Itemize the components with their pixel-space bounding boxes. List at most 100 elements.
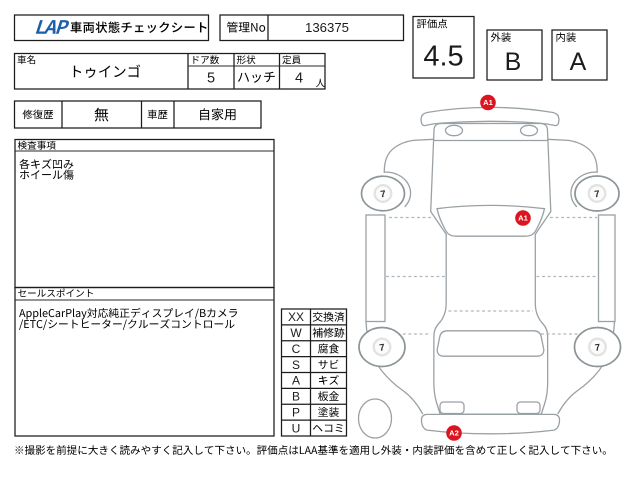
rear-window [436,330,545,357]
exterior-box: 外装 B [486,29,543,81]
svg-text:ホイール傷: ホイール傷 [19,168,74,182]
svg-text:修復歴: 修復歴 [22,108,53,121]
body-style-label: 形状 [236,54,257,66]
svg-text:補修跡: 補修跡 [312,326,345,340]
legend-label-3: サビ [318,359,340,372]
exterior-label: 外装 [490,32,511,42]
tail-light-left [439,401,465,415]
sheet-title: 車両状態チェックシート [70,20,207,35]
inspection-label: 検査事項 [17,140,57,152]
a-pillar-right [534,210,552,235]
legend-code-1: W [290,326,302,340]
capacity-value: 4 [295,70,303,86]
body-side-left [433,233,447,415]
score-box: 評価点 4.5 [412,15,475,79]
front-bumper [420,106,560,127]
legend-code-6: P [292,406,300,420]
svg-text:A1: A1 [518,214,528,223]
washer-left [444,124,464,137]
svg-text:検査事項: 検査事項 [18,140,57,152]
legend-label-4: キズ [318,373,340,387]
title-box: LAP 車両状態チェックシート [13,14,210,42]
capacity-unit: 人 [315,78,326,90]
legend-label-2: 腐食 [318,343,339,354]
legend-label-6: 塗装 [318,405,340,419]
svg-text:AppleCarPlay対応純正ディスプレイ/Bカメラ: AppleCarPlay対応純正ディスプレイ/Bカメラ [19,306,235,320]
score-label: 評価点 [416,18,448,31]
svg-text:セールスポイント: セールスポイント [18,289,95,300]
svg-text:人: 人 [316,79,326,90]
vehicle-name-label: 車名 [17,54,36,66]
svg-text:キズ: キズ [318,373,340,387]
legend-code-5: B [292,390,300,404]
repair-history-value: 無 [94,107,109,122]
footer-note: ※撮影を前提に大きく読みやすく記入して下さい。評価点はLAA基準を適用し外装・内… [15,445,606,455]
inspection-box: 検査事項 各キズ凹み ホイール傷 [14,138,275,289]
svg-text:サビ: サビ [318,359,340,372]
interior-box: 内装 A [551,29,608,81]
history-table: 修復歴 無 車歴 自家用 [13,100,262,129]
damage-marker-a1-0: A1 [480,94,496,111]
damage-marker-a2-2: A2 [446,425,462,441]
legend-code-3: S [292,358,300,372]
body-side-right [534,233,549,415]
sales-points-box: セールスポイント AppleCarPlay対応純正ディスプレイ/Bカメラ /ET… [14,286,275,437]
front-fender-left [383,138,435,208]
hood [430,122,552,213]
svg-text:ドア数: ドア数 [191,54,220,66]
interior-grade: A [570,48,587,76]
score-value: 4.5 [423,41,463,73]
a-pillar-left [430,210,447,235]
car-history-label: 車歴 [147,108,168,121]
svg-text:/ETC/シートヒーター/クルーズコントロール: /ETC/シートヒーター/クルーズコントロール [19,317,232,331]
sill-right [597,214,616,323]
control-no-label: 管理No [226,21,266,33]
legend-code-2: C [292,342,301,356]
inspection-line2: ホイール傷 [19,168,74,182]
interior-label: 内装 [556,31,577,44]
legend-label-5: 板金 [318,389,340,403]
wheel-mark: 7 [594,189,601,201]
sales-points-label: セールスポイント [18,288,95,300]
svg-text:形状: 形状 [237,54,257,66]
wheel-rear-right: 7 [573,326,622,368]
vehicle-name-value: トゥインゴ [73,64,141,78]
svg-text:ヘコミ: ヘコミ [312,423,344,435]
capacity-label: 定員 [282,54,302,66]
car-history-value: 自家用 [198,107,237,122]
svg-text:A2: A2 [449,429,459,438]
legend-label-1: 補修跡 [312,326,345,340]
svg-text:車両状態チェックシート: 車両状態チェックシート [70,20,205,35]
control-no-box: 管理No 136375 [219,14,405,42]
svg-text:LAP: LAP [34,17,69,38]
legend-code-0: XX [288,310,304,324]
svg-text:交換済: 交換済 [312,310,345,324]
spare-tire [357,398,393,439]
sales-line1: AppleCarPlay対応純正ディスプレイ/Bカメラ [19,306,238,320]
svg-text:自家用: 自家用 [198,107,237,122]
svg-text:評価点: 評価点 [417,18,448,31]
legend-table: XX 交換済 W 補修跡 C 腐食 S サビ A キズ B 板金 P 塗装 U … [280,308,348,437]
legend-label-7: ヘコミ [312,423,344,435]
legend-code-7: U [292,421,301,435]
svg-text:車歴: 車歴 [147,108,168,121]
sales-line2: /ETC/シートヒーター/クルーズコントロール [19,317,235,331]
wheel-front-right: 7 [574,175,620,212]
svg-text:定員: 定員 [282,54,302,66]
svg-text:板金: 板金 [318,389,340,403]
svg-text:塗装: 塗装 [318,405,340,419]
doors-value: 5 [207,70,215,86]
car-diagram: 7 7 7 7 A1 A1 A2 [357,94,622,441]
wheel-rear-left: 7 [358,326,406,368]
rear-bumper [420,413,561,435]
svg-text:内装: 内装 [556,31,577,44]
legend-code-4: A [292,374,300,388]
svg-text:A1: A1 [483,98,493,107]
wheel-mark: 7 [380,189,387,201]
washer-right [519,124,539,137]
damage-marker-a1-1: A1 [515,210,531,226]
control-no-value: 136375 [305,20,349,35]
svg-text:車名: 車名 [17,54,36,66]
legend-label-0: 交換済 [312,310,345,324]
